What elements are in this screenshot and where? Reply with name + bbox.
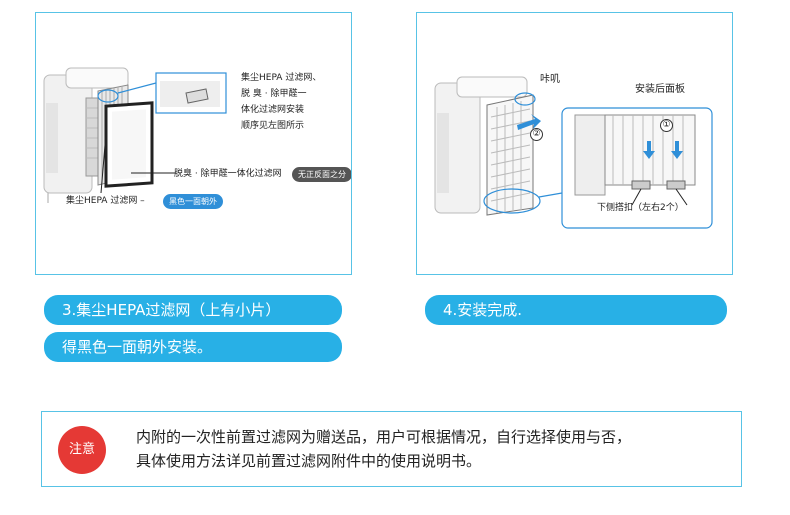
step-circle-1: ① [660,119,673,132]
filter-order-line-1: 集尘HEPA 过滤网、 [241,71,321,85]
hepa-filter-label: 集尘HEPA 过滤网 – [66,194,145,208]
note-badge: 注意 [58,426,106,474]
step-circle-2: ② [530,128,543,141]
install-rear-panel-label: 安装后面板 [635,83,685,97]
step3-illustration-panel: 集尘HEPA 过滤网、 脱 臭 · 除甲醛一 体化过滤网安装 顺序见左图所示 脱… [35,12,352,275]
step3-title-bar: 3.集尘HEPA过滤网（上有小片） [44,295,342,325]
step4-title-bar: 4.安装完成. [425,295,727,325]
step3-subtitle-bar: 得黑色一面朝外安装。 [44,332,342,362]
filter-order-line-3: 体化过滤网安装 [241,103,304,117]
note-line-1: 内附的一次性前置过滤网为赠送品，用户可根据情况，自行选择使用与否， [136,426,631,448]
bottom-clip-label: 下侧搭扣（左右2个） [597,201,684,215]
step4-illustration-panel: 咔叽 安装后面板 ② ① 下侧搭扣（左右2个） [416,12,733,275]
deodor-filter-badge: 无正反面之分 [292,167,352,182]
filter-order-line-4: 顺序见左图所示 [241,119,304,133]
hepa-filter-badge: 黑色一面朝外 [163,194,223,209]
rear-panel-install-illustration [417,13,733,275]
click-sound-label: 咔叽 [540,73,560,87]
deodor-filter-label: 脱臭 · 除甲醛一体化过滤网 [174,167,282,181]
filter-order-line-2: 脱 臭 · 除甲醛一 [241,87,306,101]
note-box: 注意 内附的一次性前置过滤网为赠送品，用户可根据情况，自行选择使用与否， 具体使… [41,411,742,487]
air-purifier-filter-illustration [36,13,352,275]
note-line-2: 具体使用方法详见前置过滤网附件中的使用说明书。 [136,450,481,472]
